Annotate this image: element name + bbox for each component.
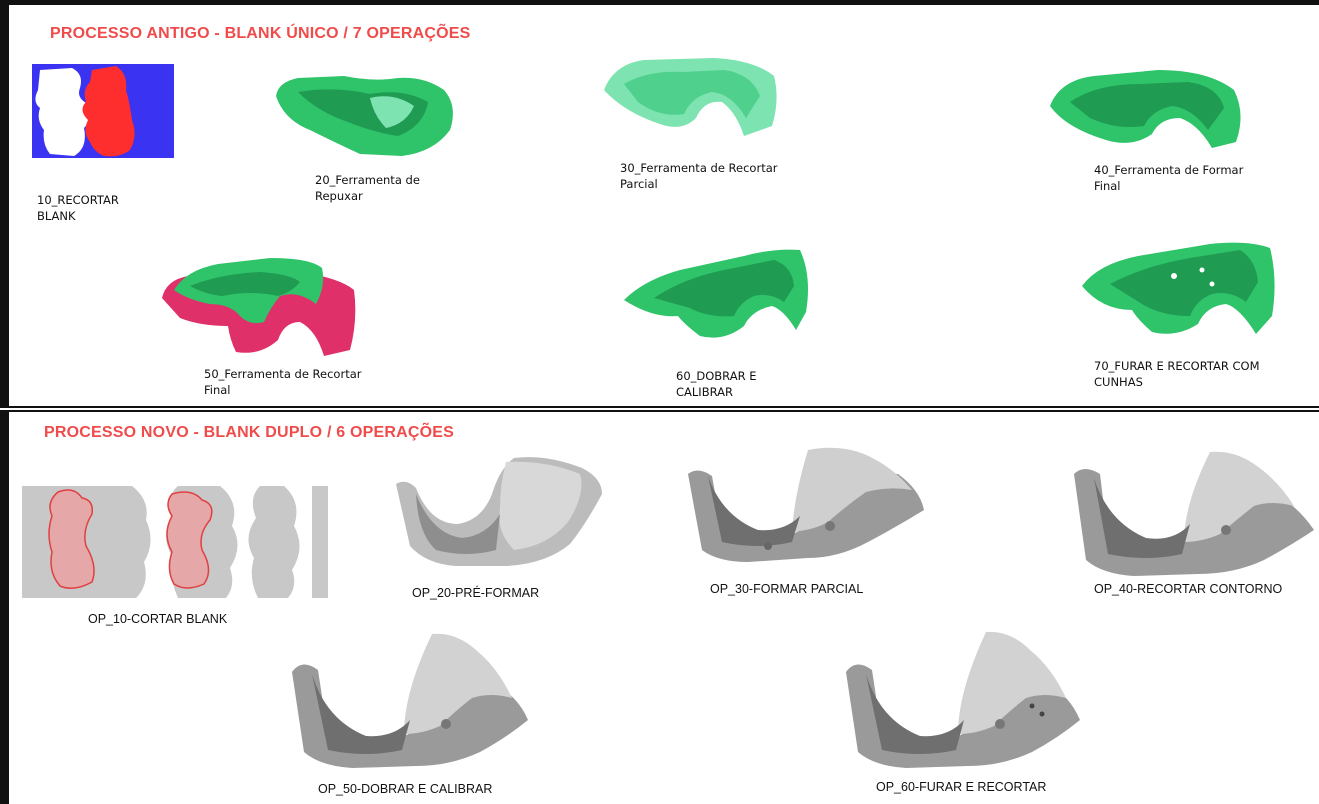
label-line: 20_Ferramenta de [315, 172, 420, 188]
label-line: Final [204, 382, 361, 398]
old-process-title: PROCESSO ANTIGO - BLANK ÚNICO / 7 OPERAÇ… [50, 25, 471, 43]
new-op-40-label: OP_40-RECORTAR CONTORNO [1094, 582, 1282, 596]
old-final-trim-image [160, 256, 360, 358]
old-step-70-label: 70_FURAR E RECORTAR COM CUNHAS [1094, 358, 1260, 390]
new-preform-image [396, 454, 604, 568]
label-line: Repuxar [315, 188, 420, 204]
label-line: Parcial [620, 176, 777, 192]
old-bend-calibrate-image [624, 246, 814, 342]
old-step-60-label: 60_DOBRAR E CALIBRAR [676, 368, 756, 400]
label-line: 60_DOBRAR E [676, 368, 756, 384]
new-op-50-label: OP_50-DOBRAR E CALIBRAR [318, 782, 492, 796]
old-step-50-label: 50_Ferramenta de Recortar Final [204, 366, 361, 398]
label-line: 10_RECORTAR [37, 192, 119, 208]
new-op-60-label: OP_60-FURAR E RECORTAR [876, 780, 1046, 794]
new-contour-trim-image [1074, 450, 1319, 578]
label-line: CUNHAS [1094, 374, 1260, 390]
old-drawn-part-image [274, 72, 458, 158]
new-pierce-trim-image [846, 630, 1084, 770]
new-op-30-label: OP_30-FORMAR PARCIAL [710, 582, 863, 596]
old-step-30-label: 30_Ferramenta de Recortar Parcial [620, 160, 777, 192]
old-step-40-label: 40_Ferramenta de Formar Final [1094, 162, 1243, 194]
new-process-title: PROCESSO NOVO - BLANK DUPLO / 6 OPERAÇÕE… [44, 424, 454, 442]
label-line: 40_Ferramenta de Formar [1094, 162, 1243, 178]
old-step-10-label: 10_RECORTAR BLANK [37, 192, 119, 224]
new-bend-calibrate-image [292, 632, 532, 770]
old-blank-image [32, 64, 174, 158]
label-line: 30_Ferramenta de Recortar [620, 160, 777, 176]
old-step-20-label: 20_Ferramenta de Repuxar [315, 172, 420, 204]
label-line: 50_Ferramenta de Recortar [204, 366, 361, 382]
label-line: BLANK [37, 208, 119, 224]
section-divider [0, 406, 1319, 412]
new-op-20-label: OP_20-PRÉ-FORMAR [412, 586, 539, 600]
old-final-form-image [1048, 68, 1246, 150]
new-partial-form-image [688, 446, 928, 572]
label-line: 70_FURAR E RECORTAR COM [1094, 358, 1260, 374]
old-pierce-trim-image [1080, 240, 1280, 340]
label-line: Final [1094, 178, 1243, 194]
label-line: CALIBRAR [676, 384, 756, 400]
new-op-10-label: OP_10-CORTAR BLANK [88, 612, 227, 626]
old-partial-trim-image [604, 56, 782, 138]
new-double-blank-strip-image [22, 486, 328, 598]
